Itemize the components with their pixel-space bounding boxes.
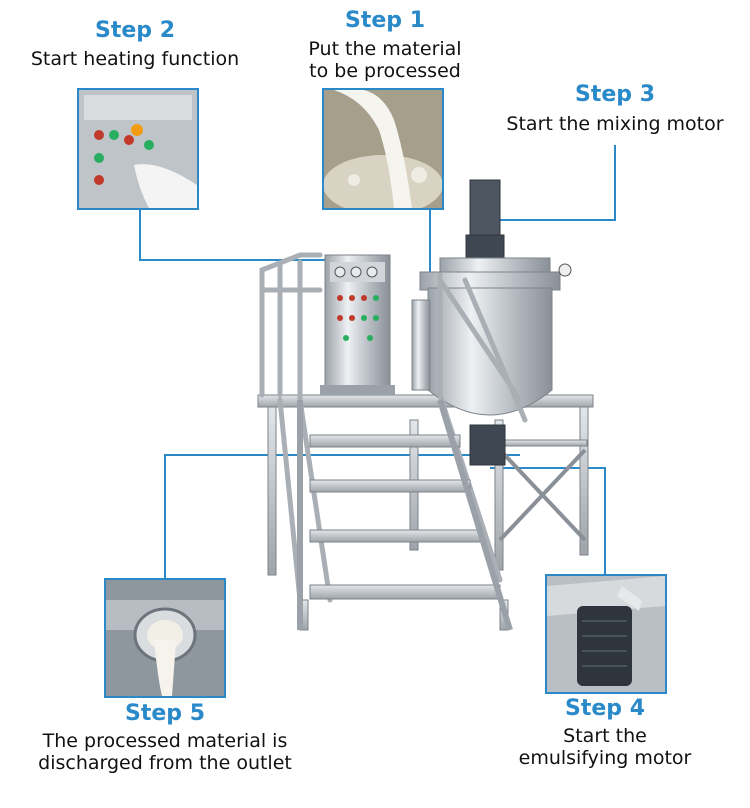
- step3-title: Step 3: [575, 82, 655, 107]
- step1-photo-pouring-material: [322, 88, 444, 210]
- step2-description: Start heating function: [20, 48, 250, 70]
- staircase: [297, 399, 513, 631]
- step2-title: Step 2: [95, 18, 175, 43]
- connector-lines: [139, 145, 616, 578]
- connector-step4: [490, 467, 606, 575]
- step1-description-line1: Put the material: [308, 38, 462, 60]
- step1-description-line2: to be processed: [309, 60, 461, 82]
- step4-description-line1: Start the: [563, 725, 647, 747]
- step5-description-line1: The processed material is: [42, 730, 288, 752]
- step4-title: Step 4: [565, 696, 645, 721]
- step5-description: The processed material is discharged fro…: [15, 730, 315, 774]
- step4-description: Start the emulsifying motor: [500, 725, 710, 769]
- step5-description-line2: discharged from the outlet: [38, 752, 292, 774]
- step3-description: Start the mixing motor: [495, 113, 735, 135]
- step2-photo-control-panel: [77, 88, 199, 210]
- step5-photo-discharge-outlet: [104, 578, 226, 698]
- step4-description-line2: emulsifying motor: [518, 747, 692, 769]
- mixing-tank: [411, 179, 572, 466]
- step4-photo-emulsifying-motor: [545, 574, 667, 694]
- step1-description: Put the material to be processed: [290, 38, 480, 82]
- control-cabinet: [320, 254, 395, 396]
- connector-step5: [164, 454, 520, 578]
- step5-title: Step 5: [125, 701, 205, 726]
- step1-title: Step 1: [345, 8, 425, 33]
- connector-step3: [490, 145, 616, 221]
- connector-step2: [139, 208, 345, 261]
- step3-description-line1: Start the mixing motor: [506, 113, 724, 135]
- step2-description-line1: Start heating function: [30, 48, 240, 70]
